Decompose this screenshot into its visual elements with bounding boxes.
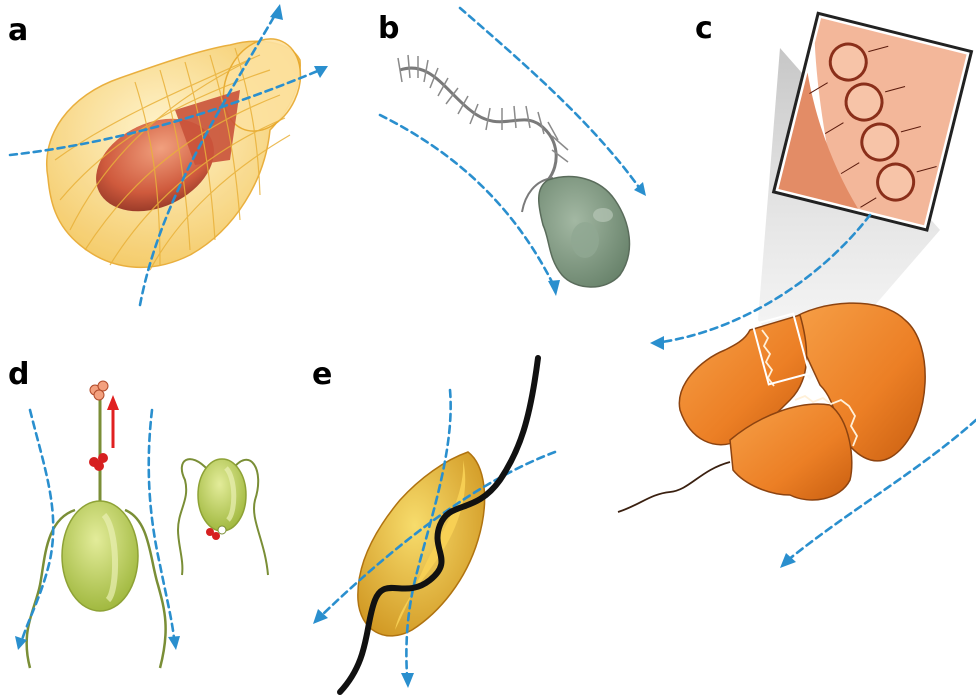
panel-a: a bbox=[8, 4, 328, 305]
flow-arrowhead-d2 bbox=[168, 636, 180, 650]
membranelle-inset bbox=[774, 13, 972, 230]
euglenid-illustration bbox=[380, 8, 646, 296]
panel-label-a: a bbox=[8, 13, 28, 48]
flow-arrowhead-d1 bbox=[15, 636, 27, 650]
panel-label-d: d bbox=[8, 357, 29, 392]
flow-arrow-d1 bbox=[22, 410, 53, 640]
flow-arrowhead-e1 bbox=[401, 673, 414, 688]
flow-arrowhead-a2 bbox=[270, 4, 283, 20]
chlamydomonas-illustration bbox=[15, 381, 268, 668]
cell-small bbox=[198, 459, 246, 531]
trypanosome-flagellum bbox=[340, 358, 538, 692]
trypanosome-illustration bbox=[313, 358, 555, 692]
motion-arrow-head bbox=[107, 395, 119, 410]
flow-arrowhead-b2 bbox=[634, 182, 646, 196]
flow-arrowhead-c1 bbox=[650, 336, 664, 350]
nucleus bbox=[571, 222, 599, 258]
flow-arrow-b2 bbox=[460, 8, 638, 186]
panel-label-c: c bbox=[695, 11, 713, 46]
flow-arrowhead-b1 bbox=[548, 280, 560, 296]
panel-c: c bbox=[618, 11, 976, 568]
panel-d: d bbox=[8, 357, 268, 668]
cell-large bbox=[62, 501, 138, 611]
panel-b: b bbox=[378, 8, 646, 296]
tracer-particles-top bbox=[90, 381, 108, 400]
flagellum bbox=[400, 68, 556, 180]
ciliate-illustration bbox=[618, 13, 976, 568]
trypanosome-body bbox=[358, 452, 485, 636]
pipette-tip bbox=[218, 526, 226, 534]
flow-arrow-d2 bbox=[149, 410, 174, 638]
dinoflagellate-illustration bbox=[10, 4, 328, 305]
panel-label-b: b bbox=[378, 11, 399, 46]
vacuole bbox=[593, 208, 613, 222]
trailing-cilium bbox=[618, 462, 730, 512]
panel-e: e bbox=[312, 357, 555, 692]
panel-label-e: e bbox=[312, 357, 332, 392]
